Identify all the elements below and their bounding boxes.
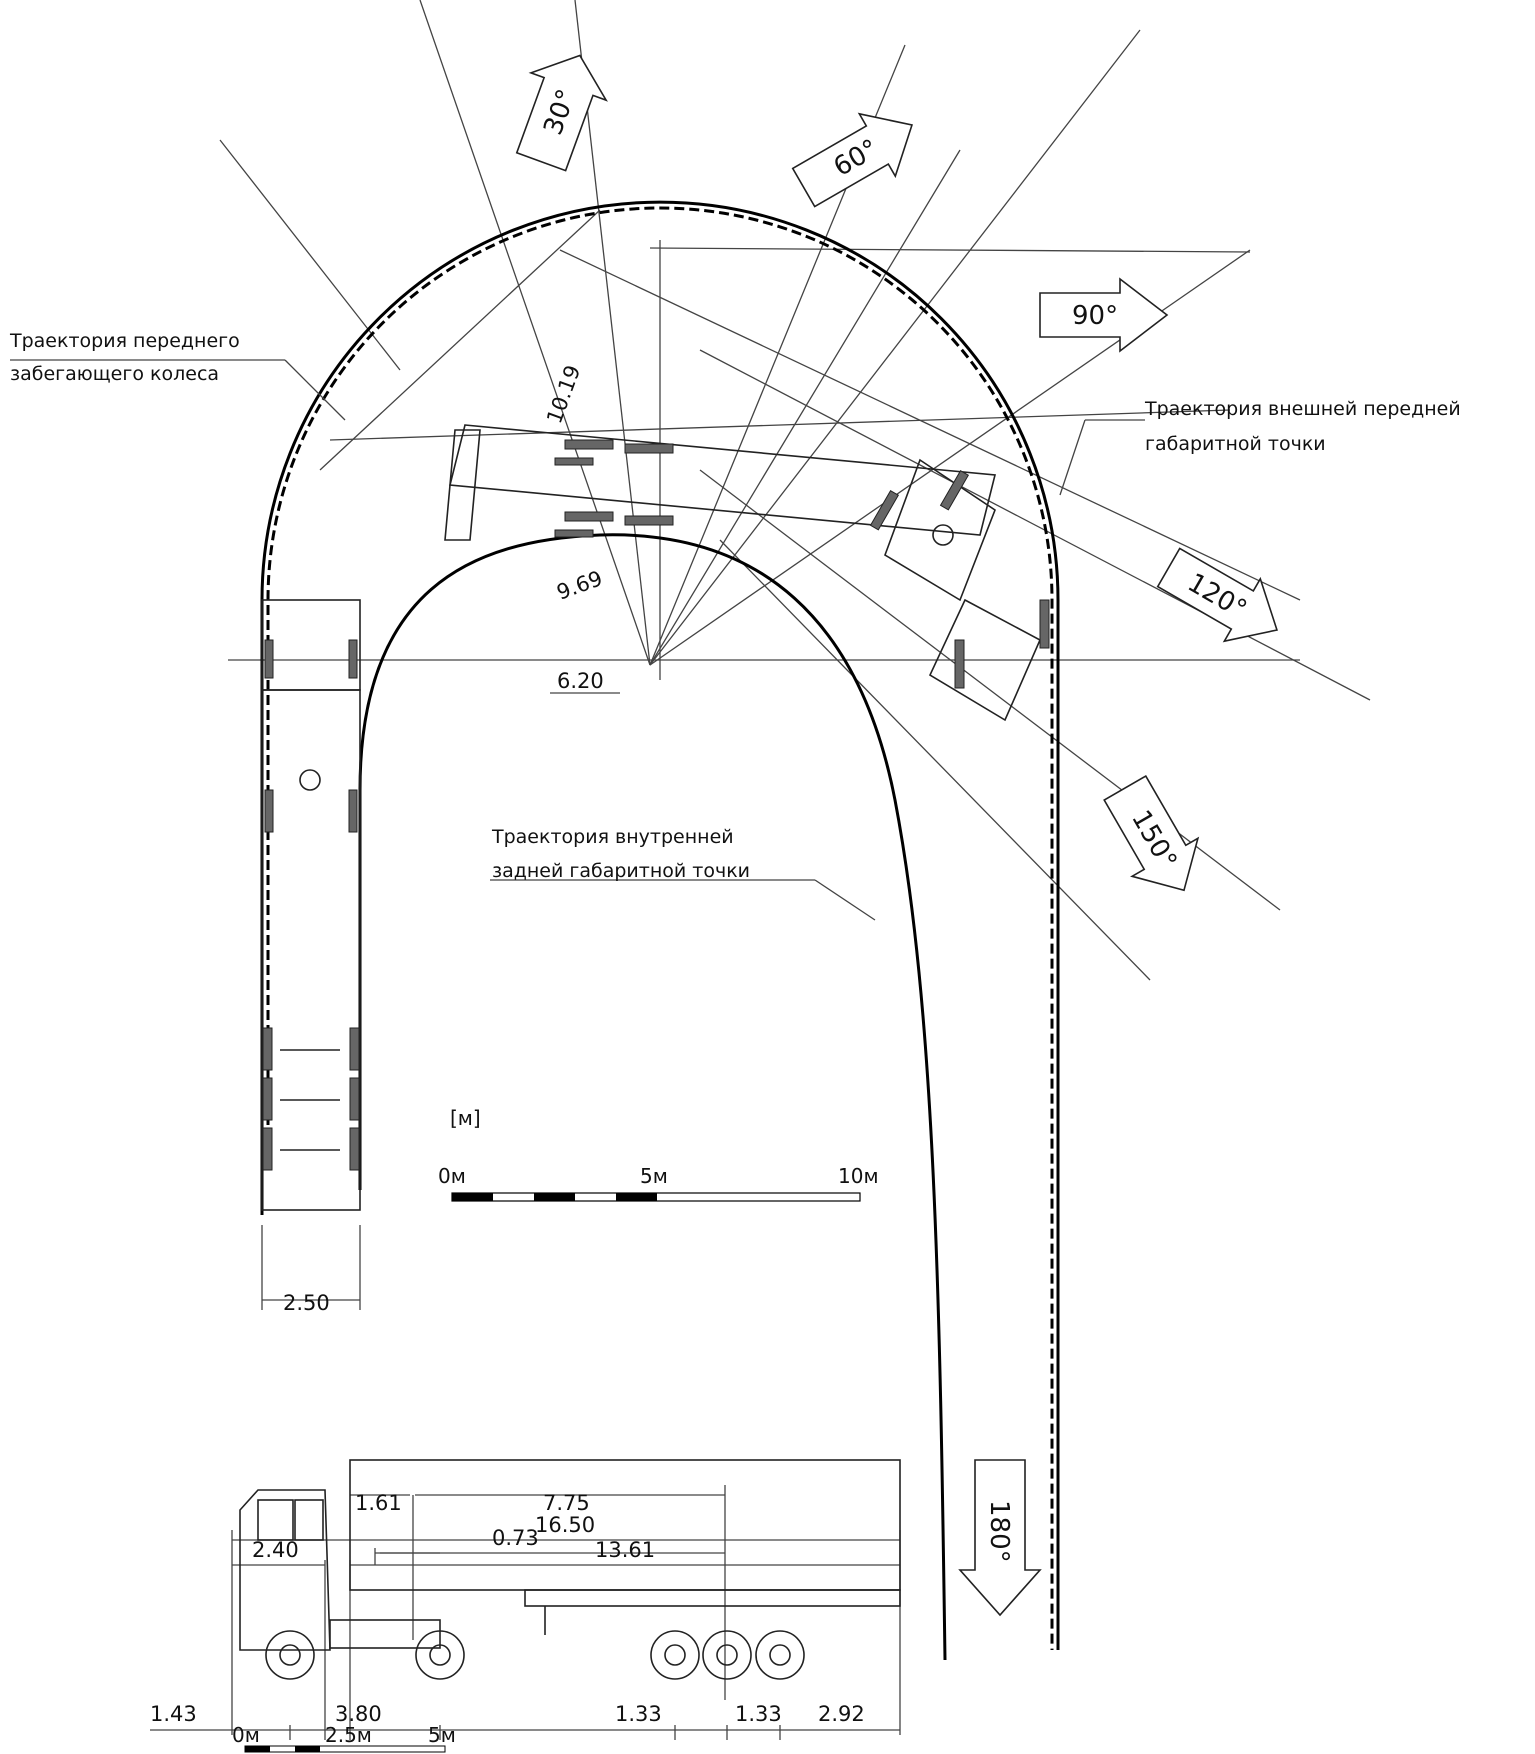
front-wheel (265, 1630, 315, 1680)
radius-inner-label: 6.20 (557, 669, 604, 693)
dim-fifth-wheel: 0.73 (492, 1526, 539, 1550)
truck-side-view (239, 1459, 901, 1680)
angle-arrow-120: 120° (1156, 547, 1278, 643)
drive-wheel (415, 1630, 465, 1680)
trailer-wheel (755, 1630, 805, 1680)
dim-rear-overhang: 2.92 (818, 1702, 865, 1726)
label-outer-front-point-1: Траектория внешней передней (1144, 398, 1461, 420)
leader-line (814, 879, 876, 921)
dim-axle-2: 1.33 (735, 1702, 782, 1726)
label-outer-front-point-2: габаритной точки (1145, 433, 1326, 455)
angle-arrow-180: 180° (958, 1459, 1042, 1617)
dim-front-overhang: 1.43 (150, 1702, 197, 1726)
inner-rear-point-trajectory (358, 533, 947, 1661)
vehicle-plan-mid (444, 424, 1050, 722)
angle-rays (219, 0, 1371, 981)
vehicle-plan-start (261, 599, 361, 1211)
cab-window (294, 1499, 324, 1541)
angle-arrow-60: 60° (791, 112, 913, 208)
tractor-chassis (329, 1619, 441, 1649)
scale-bar-top: [м] 0м 5м 10м (438, 1106, 879, 1202)
label-outer-front-wheel-1: Траектория переднего (9, 330, 240, 352)
label-outer-front-wheel-2: забегающего колеса (10, 363, 219, 385)
scale-tick-0: 0м (438, 1164, 466, 1188)
outer-front-point-trajectory (266, 206, 1054, 1650)
dim-front: 2.40 (252, 1538, 299, 1562)
angle-arrow-90: 90° (1039, 277, 1169, 353)
side-view-dimensions (150, 1485, 901, 1740)
truck-cab (239, 1489, 331, 1651)
dim-tractor-wheelbase: 3.80 (335, 1702, 382, 1726)
dim-axle-1: 1.33 (615, 1702, 662, 1726)
scale-bar-bottom: 0м 2.5м 5м (232, 1723, 456, 1753)
plan-width-label: 2.50 (283, 1291, 330, 1315)
radius-middle-label: 9.69 (554, 566, 606, 605)
trailer-wheel (702, 1630, 752, 1680)
angle-label-180: 180° (984, 1500, 1014, 1563)
angle-arrow-30: 30° (515, 54, 608, 172)
trailer-wheel (650, 1630, 700, 1680)
angle-arrow-150: 150° (1103, 774, 1200, 892)
leader-line (284, 359, 346, 421)
angle-label-90: 90° (1072, 301, 1118, 331)
dim-kingpin-offset: 1.61 (355, 1491, 402, 1515)
scale-tick-5: 5м (428, 1723, 456, 1747)
outer-front-wheel-trajectory (260, 200, 1060, 1650)
scale-tick-2-5: 2.5м (325, 1723, 372, 1747)
dim-overall: 16.50 (535, 1513, 595, 1537)
dim-trailer-wheelbase: 7.75 (543, 1491, 590, 1515)
trailer-body (349, 1459, 901, 1591)
leader-line (1059, 419, 1086, 496)
scale-tick-10: 10м (838, 1164, 879, 1188)
label-inner-rear-point-2: задней габаритной точки (492, 860, 750, 882)
label-inner-rear-point-1: Траектория внутренней (491, 826, 734, 848)
cab-window (257, 1499, 294, 1541)
scale-tick-5: 5м (640, 1164, 668, 1188)
dim-trailer: 13.61 (595, 1538, 655, 1562)
scale-tick-0: 0м (232, 1723, 260, 1747)
scale-unit: [м] (450, 1106, 481, 1130)
trailer-frame (524, 1589, 901, 1607)
